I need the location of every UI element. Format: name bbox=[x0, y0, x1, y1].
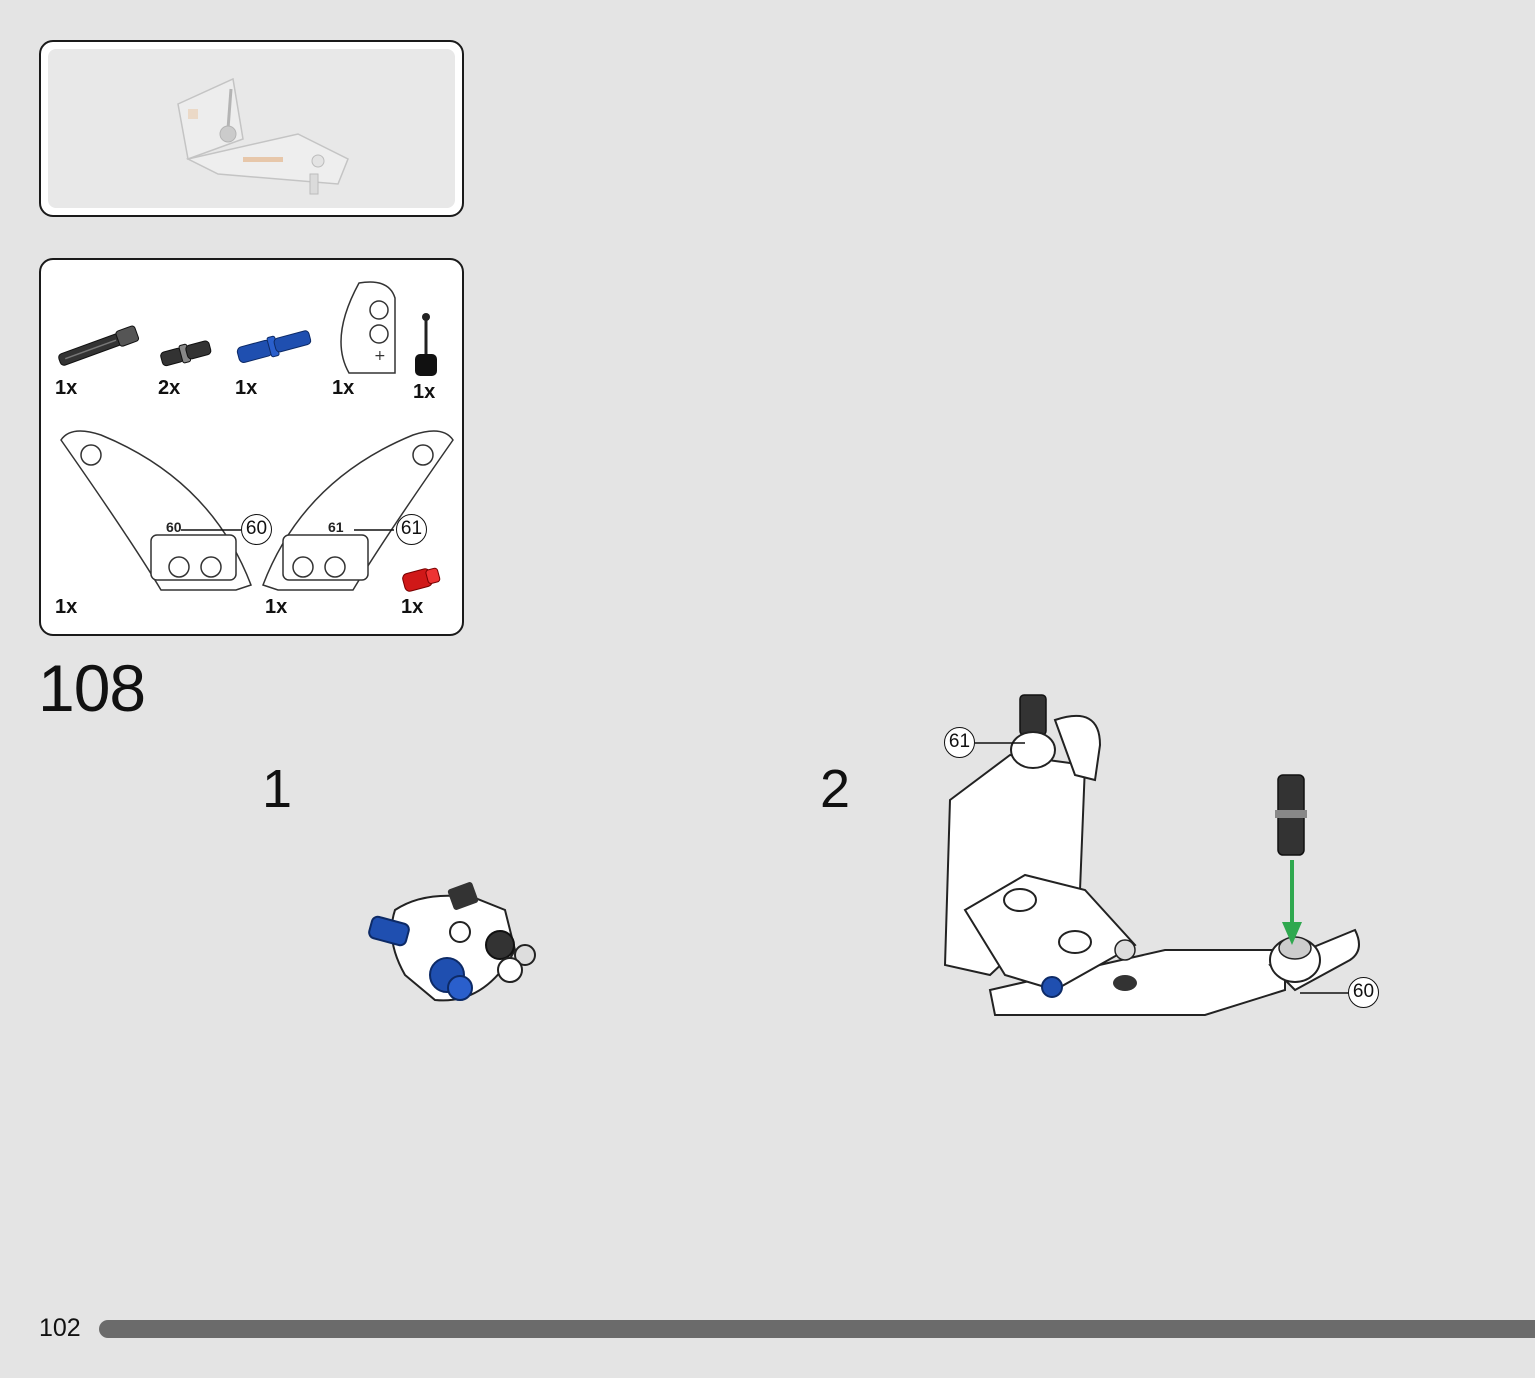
sticker-60: 60 bbox=[166, 519, 182, 535]
callout-60: 60 bbox=[241, 514, 272, 545]
page-number: 102 bbox=[39, 1314, 81, 1342]
sticker-61: 61 bbox=[328, 519, 344, 535]
step-number: 108 bbox=[38, 651, 146, 725]
progress-bar bbox=[99, 1320, 1535, 1338]
panel-left-image: 60 bbox=[60, 430, 252, 591]
callout-substep-60: 60 bbox=[1348, 977, 1379, 1008]
red-pin-image bbox=[402, 567, 441, 592]
qty-black-lever: 1x bbox=[413, 381, 436, 403]
black-axle-pin-image bbox=[58, 325, 140, 366]
parts-list-panel: 1x 2x 1x + 1x 1x 60 bbox=[39, 258, 464, 636]
substep-2-number: 2 bbox=[820, 759, 851, 819]
substep-2-assembly-image bbox=[943, 694, 1360, 1016]
qty-blue-axle-pin: 1x bbox=[235, 377, 258, 399]
blue-axle-pin-image bbox=[236, 330, 312, 363]
callout-substep-61: 61 bbox=[944, 727, 975, 758]
substep-1-assembly-image bbox=[368, 882, 536, 1002]
qty-white-curved-beam: 1x bbox=[332, 377, 355, 399]
qty-black-friction-pin: 2x bbox=[158, 377, 181, 399]
qty-panel-left: 1x bbox=[55, 596, 78, 618]
qty-black-axle-pin: 1x bbox=[55, 377, 78, 399]
qty-panel-right: 1x bbox=[265, 596, 288, 618]
white-curved-beam-image: + bbox=[340, 281, 396, 374]
preview-image-area bbox=[48, 49, 455, 208]
substep-1-number: 1 bbox=[262, 759, 293, 819]
qty-red-pin: 1x bbox=[401, 596, 424, 618]
black-lever-image bbox=[415, 313, 437, 376]
panel-right-image: 61 bbox=[262, 430, 454, 591]
black-friction-pin-image bbox=[160, 340, 212, 367]
callout-61: 61 bbox=[396, 514, 427, 545]
svg-text:+: + bbox=[374, 348, 386, 364]
callout-line-60 bbox=[181, 529, 241, 531]
faded-model-image bbox=[177, 77, 349, 195]
callout-line-61 bbox=[354, 529, 394, 531]
callout-line-substep-60 bbox=[1300, 992, 1350, 994]
previous-model-preview bbox=[39, 40, 464, 217]
callout-line-substep-61 bbox=[975, 742, 1025, 744]
